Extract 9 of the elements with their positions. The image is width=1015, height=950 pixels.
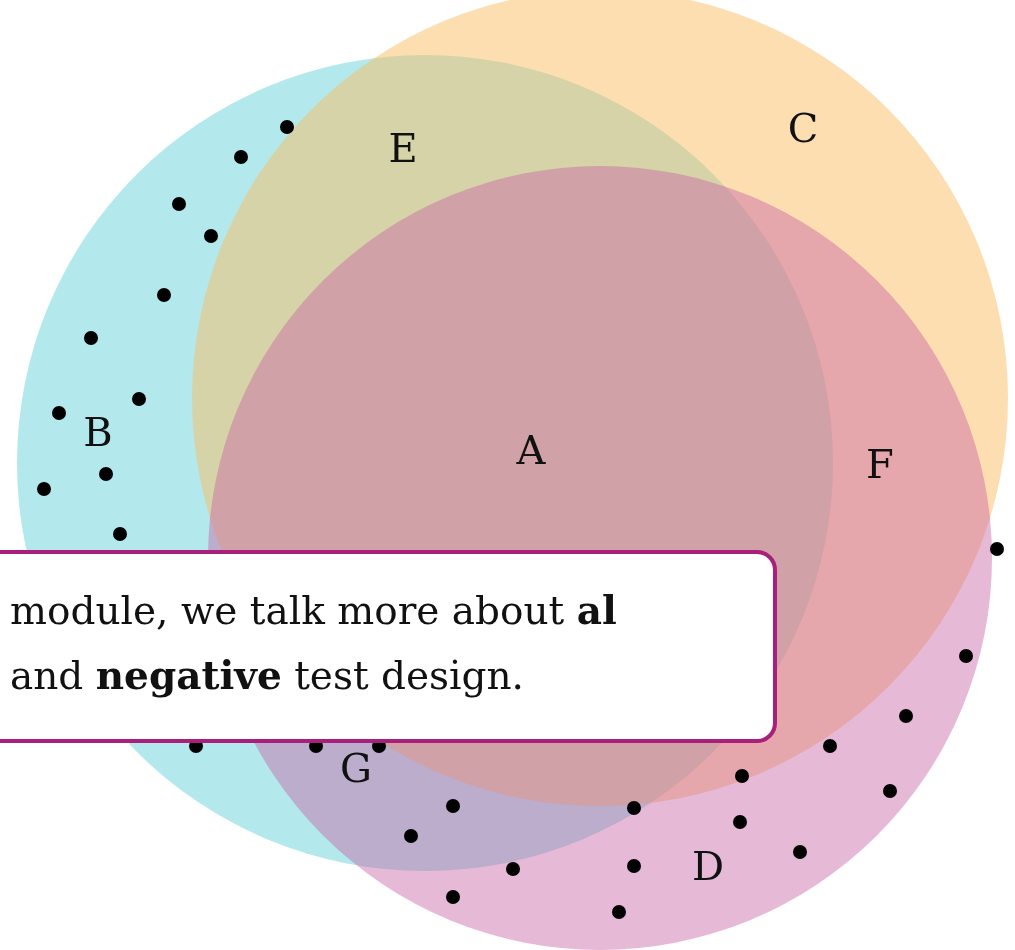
region-label: A <box>516 430 546 470</box>
region-label: G <box>340 748 372 788</box>
region-label: C <box>787 108 819 148</box>
callout-box <box>0 550 777 743</box>
region-label: F <box>866 444 894 484</box>
region-label: D <box>691 846 725 886</box>
region-label: E <box>388 128 418 168</box>
region-label: B <box>83 412 113 452</box>
callout-text: module, we talk more about al and negative test design. <box>10 586 618 700</box>
